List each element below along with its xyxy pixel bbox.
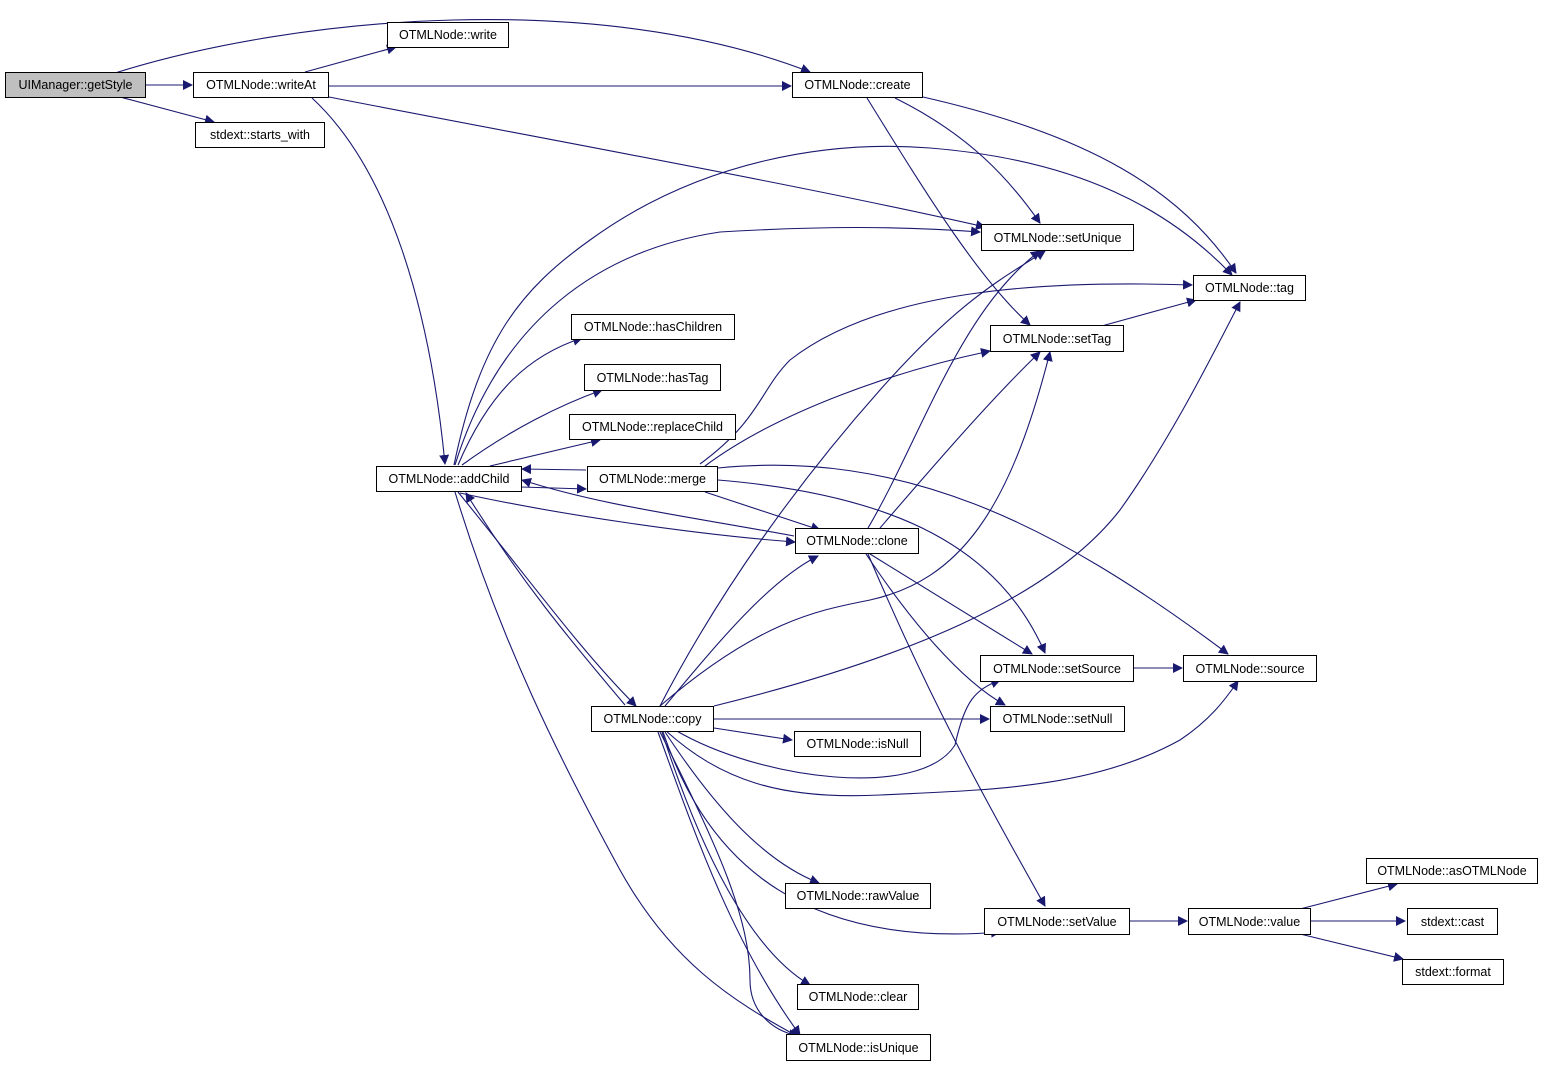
node-stdext-cast[interactable]: stdext::cast — [1407, 908, 1498, 935]
node-otmlnode-addchild[interactable]: OTMLNode::addChild — [376, 466, 522, 492]
node-otmlnode-setnull[interactable]: OTMLNode::setNull — [990, 706, 1125, 732]
node-uimanager-getstyle[interactable]: UIManager::getStyle — [5, 72, 146, 98]
edge-copy-settag — [659, 351, 1053, 707]
node-otmlnode-tag[interactable]: OTMLNode::tag — [1193, 275, 1306, 301]
edge-create-setunique — [894, 97, 1041, 224]
node-otmlnode-hastag[interactable]: OTMLNode::hasTag — [584, 364, 721, 391]
node-otmlnode-isunique[interactable]: OTMLNode::isUnique — [786, 1034, 931, 1061]
node-stdext-starts-with[interactable]: stdext::starts_with — [195, 122, 325, 148]
edge-settag-tag — [1097, 297, 1197, 328]
edge-value-format — [1299, 933, 1404, 962]
edge-copy-setvalue — [662, 731, 1001, 938]
node-otmlnode-haschildren[interactable]: OTMLNode::hasChildren — [571, 314, 735, 340]
edge-addchild-setunique — [454, 226, 981, 466]
edge-addchild-clone — [459, 492, 796, 547]
edge-copy-source — [664, 680, 1239, 797]
node-otmlnode-setsource[interactable]: OTMLNode::setSource — [980, 655, 1134, 682]
edge-copy-rawvalue — [664, 731, 820, 885]
node-otmlnode-write[interactable]: OTMLNode::write — [387, 22, 509, 48]
edge-create-tag — [922, 96, 1237, 274]
node-otmlnode-clear[interactable]: OTMLNode::clear — [797, 984, 919, 1010]
edge-copy-isunique — [659, 731, 799, 1039]
node-otmlnode-create[interactable]: OTMLNode::create — [792, 72, 923, 98]
edge-writeat-write — [304, 44, 397, 73]
edge-getstyle-starts-with — [119, 96, 215, 125]
edge-copy-setsource — [674, 678, 1001, 779]
edge-copy-tag — [713, 301, 1241, 707]
node-otmlnode-replacechild[interactable]: OTMLNode::replaceChild — [569, 414, 736, 440]
node-otmlnode-merge[interactable]: OTMLNode::merge — [587, 466, 718, 492]
edge-clone-setsource — [869, 553, 1033, 655]
edge-merge-tag — [699, 279, 1193, 465]
node-otmlnode-isnull[interactable]: OTMLNode::isNull — [794, 731, 921, 757]
edge-addchild-tag — [453, 145, 1233, 466]
edge-copy-isnull — [713, 727, 793, 744]
edge-writeat-addchild — [311, 97, 450, 465]
edge-getstyle-create — [114, 19, 811, 74]
edge-clone-setunique — [867, 250, 1041, 529]
edge-addchild-replacechild — [489, 437, 601, 467]
edge-merge-source — [717, 464, 1229, 655]
edge-copy-clone — [664, 555, 819, 707]
edge-merge-clone — [704, 491, 821, 532]
edge-writeat-setunique — [328, 96, 986, 230]
edge-merge-setsource — [717, 479, 1046, 654]
edge-copy-clear — [661, 731, 811, 986]
node-otmlnode-setunique[interactable]: OTMLNode::setUnique — [981, 224, 1134, 251]
edge-merge-settag — [704, 347, 991, 467]
node-otmlnode-setvalue[interactable]: OTMLNode::setValue — [984, 908, 1130, 935]
node-otmlnode-asotmlnode[interactable]: OTMLNode::asOTMLNode — [1366, 858, 1538, 884]
node-otmlnode-writeat[interactable]: OTMLNode::writeAt — [193, 72, 329, 98]
edge-create-settag — [866, 97, 1031, 326]
node-otmlnode-copy[interactable]: OTMLNode::copy — [591, 706, 714, 732]
edge-value-asotmlnode — [1299, 881, 1398, 910]
edge-merge-addchild — [521, 464, 587, 475]
node-stdext-format[interactable]: stdext::format — [1402, 959, 1504, 985]
edge-copy-addchild — [465, 492, 626, 706]
edge-addchild-copy — [457, 491, 637, 707]
node-otmlnode-source[interactable]: OTMLNode::source — [1183, 655, 1317, 682]
edge-copy-setunique — [659, 250, 1046, 707]
edge-copy-isunique-2 — [657, 731, 801, 1036]
edge-clone-addchild — [521, 477, 795, 537]
edge-addchild-isunique — [454, 491, 800, 1038]
edge-clone-setnull — [865, 553, 1006, 706]
edge-addchild-haschildren — [457, 336, 583, 466]
node-otmlnode-settag[interactable]: OTMLNode::setTag — [990, 325, 1124, 352]
edge-addchild-hastag — [461, 388, 603, 466]
node-otmlnode-value[interactable]: OTMLNode::value — [1188, 908, 1311, 935]
node-otmlnode-clone[interactable]: OTMLNode::clone — [795, 528, 919, 554]
edge-clone-settag — [879, 351, 1041, 529]
node-otmlnode-rawvalue[interactable]: OTMLNode::rawValue — [785, 883, 931, 909]
